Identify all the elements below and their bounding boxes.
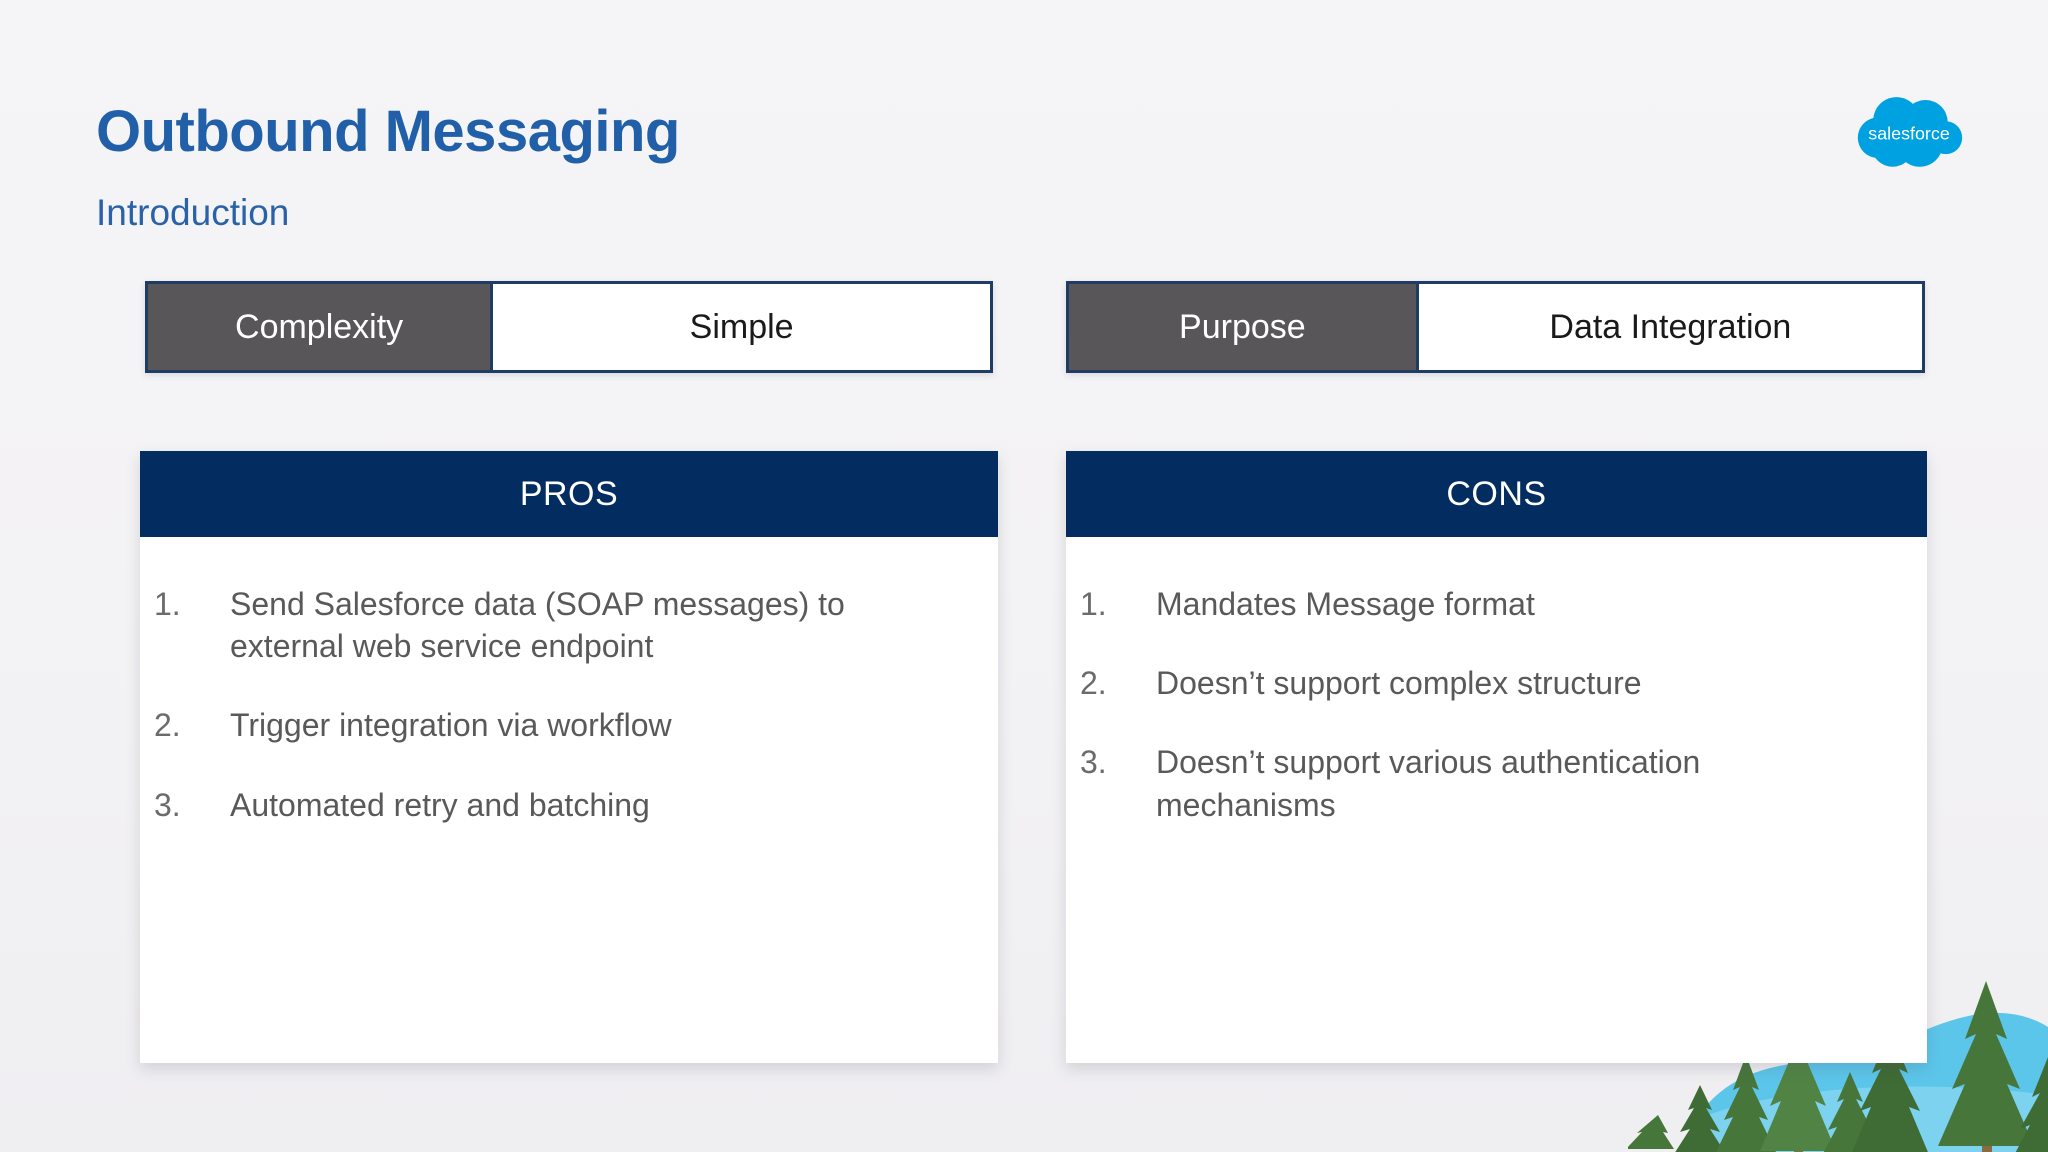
list-item-text: Doesn’t support complex structure xyxy=(1156,665,1642,702)
page-title: Outbound Messaging xyxy=(96,99,680,164)
salesforce-logo: salesforce xyxy=(1857,97,1963,167)
forest-illustration xyxy=(1628,981,2048,1152)
pine-trees xyxy=(1628,981,2048,1152)
cloud-icon xyxy=(1857,97,1963,167)
pros-list: 1. Send Salesforce data (SOAP messages) … xyxy=(140,537,998,826)
list-item-text: Doesn’t support various authentication m… xyxy=(1156,744,1701,823)
list-item-number: 3. xyxy=(1080,744,1107,781)
list-item: 1. Send Salesforce data (SOAP messages) … xyxy=(154,583,948,667)
cons-list: 1. Mandates Message format 2. Doesn’t su… xyxy=(1066,537,1927,826)
complexity-label: Complexity xyxy=(148,284,494,370)
pros-header: PROS xyxy=(140,451,998,537)
purpose-label: Purpose xyxy=(1069,284,1419,370)
list-item: 3. Doesn’t support various authenticatio… xyxy=(1080,741,1877,825)
list-item-number: 2. xyxy=(1080,665,1107,702)
complexity-value: Simple xyxy=(493,284,990,370)
attribute-bar-purpose: Purpose Data Integration xyxy=(1066,281,1925,373)
list-item-text: Send Salesforce data (SOAP messages) to … xyxy=(230,586,845,665)
list-item: 2. Doesn’t support complex structure xyxy=(1080,662,1877,704)
list-item: 3. Automated retry and batching xyxy=(154,784,948,826)
attribute-bar-complexity: Complexity Simple xyxy=(145,281,993,373)
cons-header: CONS xyxy=(1066,451,1927,537)
list-item: 1. Mandates Message format xyxy=(1080,583,1877,625)
list-item-text: Mandates Message format xyxy=(1156,586,1535,622)
list-item-text: Trigger integration via workflow xyxy=(230,707,672,744)
list-item-number: 3. xyxy=(154,786,181,823)
list-item-text: Automated retry and batching xyxy=(230,786,650,823)
list-item-number: 2. xyxy=(154,707,181,744)
cons-card: CONS 1. Mandates Message format 2. Doesn… xyxy=(1066,451,1927,1063)
salesforce-logo-text: salesforce xyxy=(1868,124,1950,144)
pros-card: PROS 1. Send Salesforce data (SOAP messa… xyxy=(140,451,998,1063)
list-item-number: 1. xyxy=(154,586,181,622)
page-subtitle: Introduction xyxy=(96,192,290,233)
list-item: 2. Trigger integration via workflow xyxy=(154,704,948,746)
list-item-number: 1. xyxy=(1080,586,1107,622)
purpose-value: Data Integration xyxy=(1418,284,1922,370)
